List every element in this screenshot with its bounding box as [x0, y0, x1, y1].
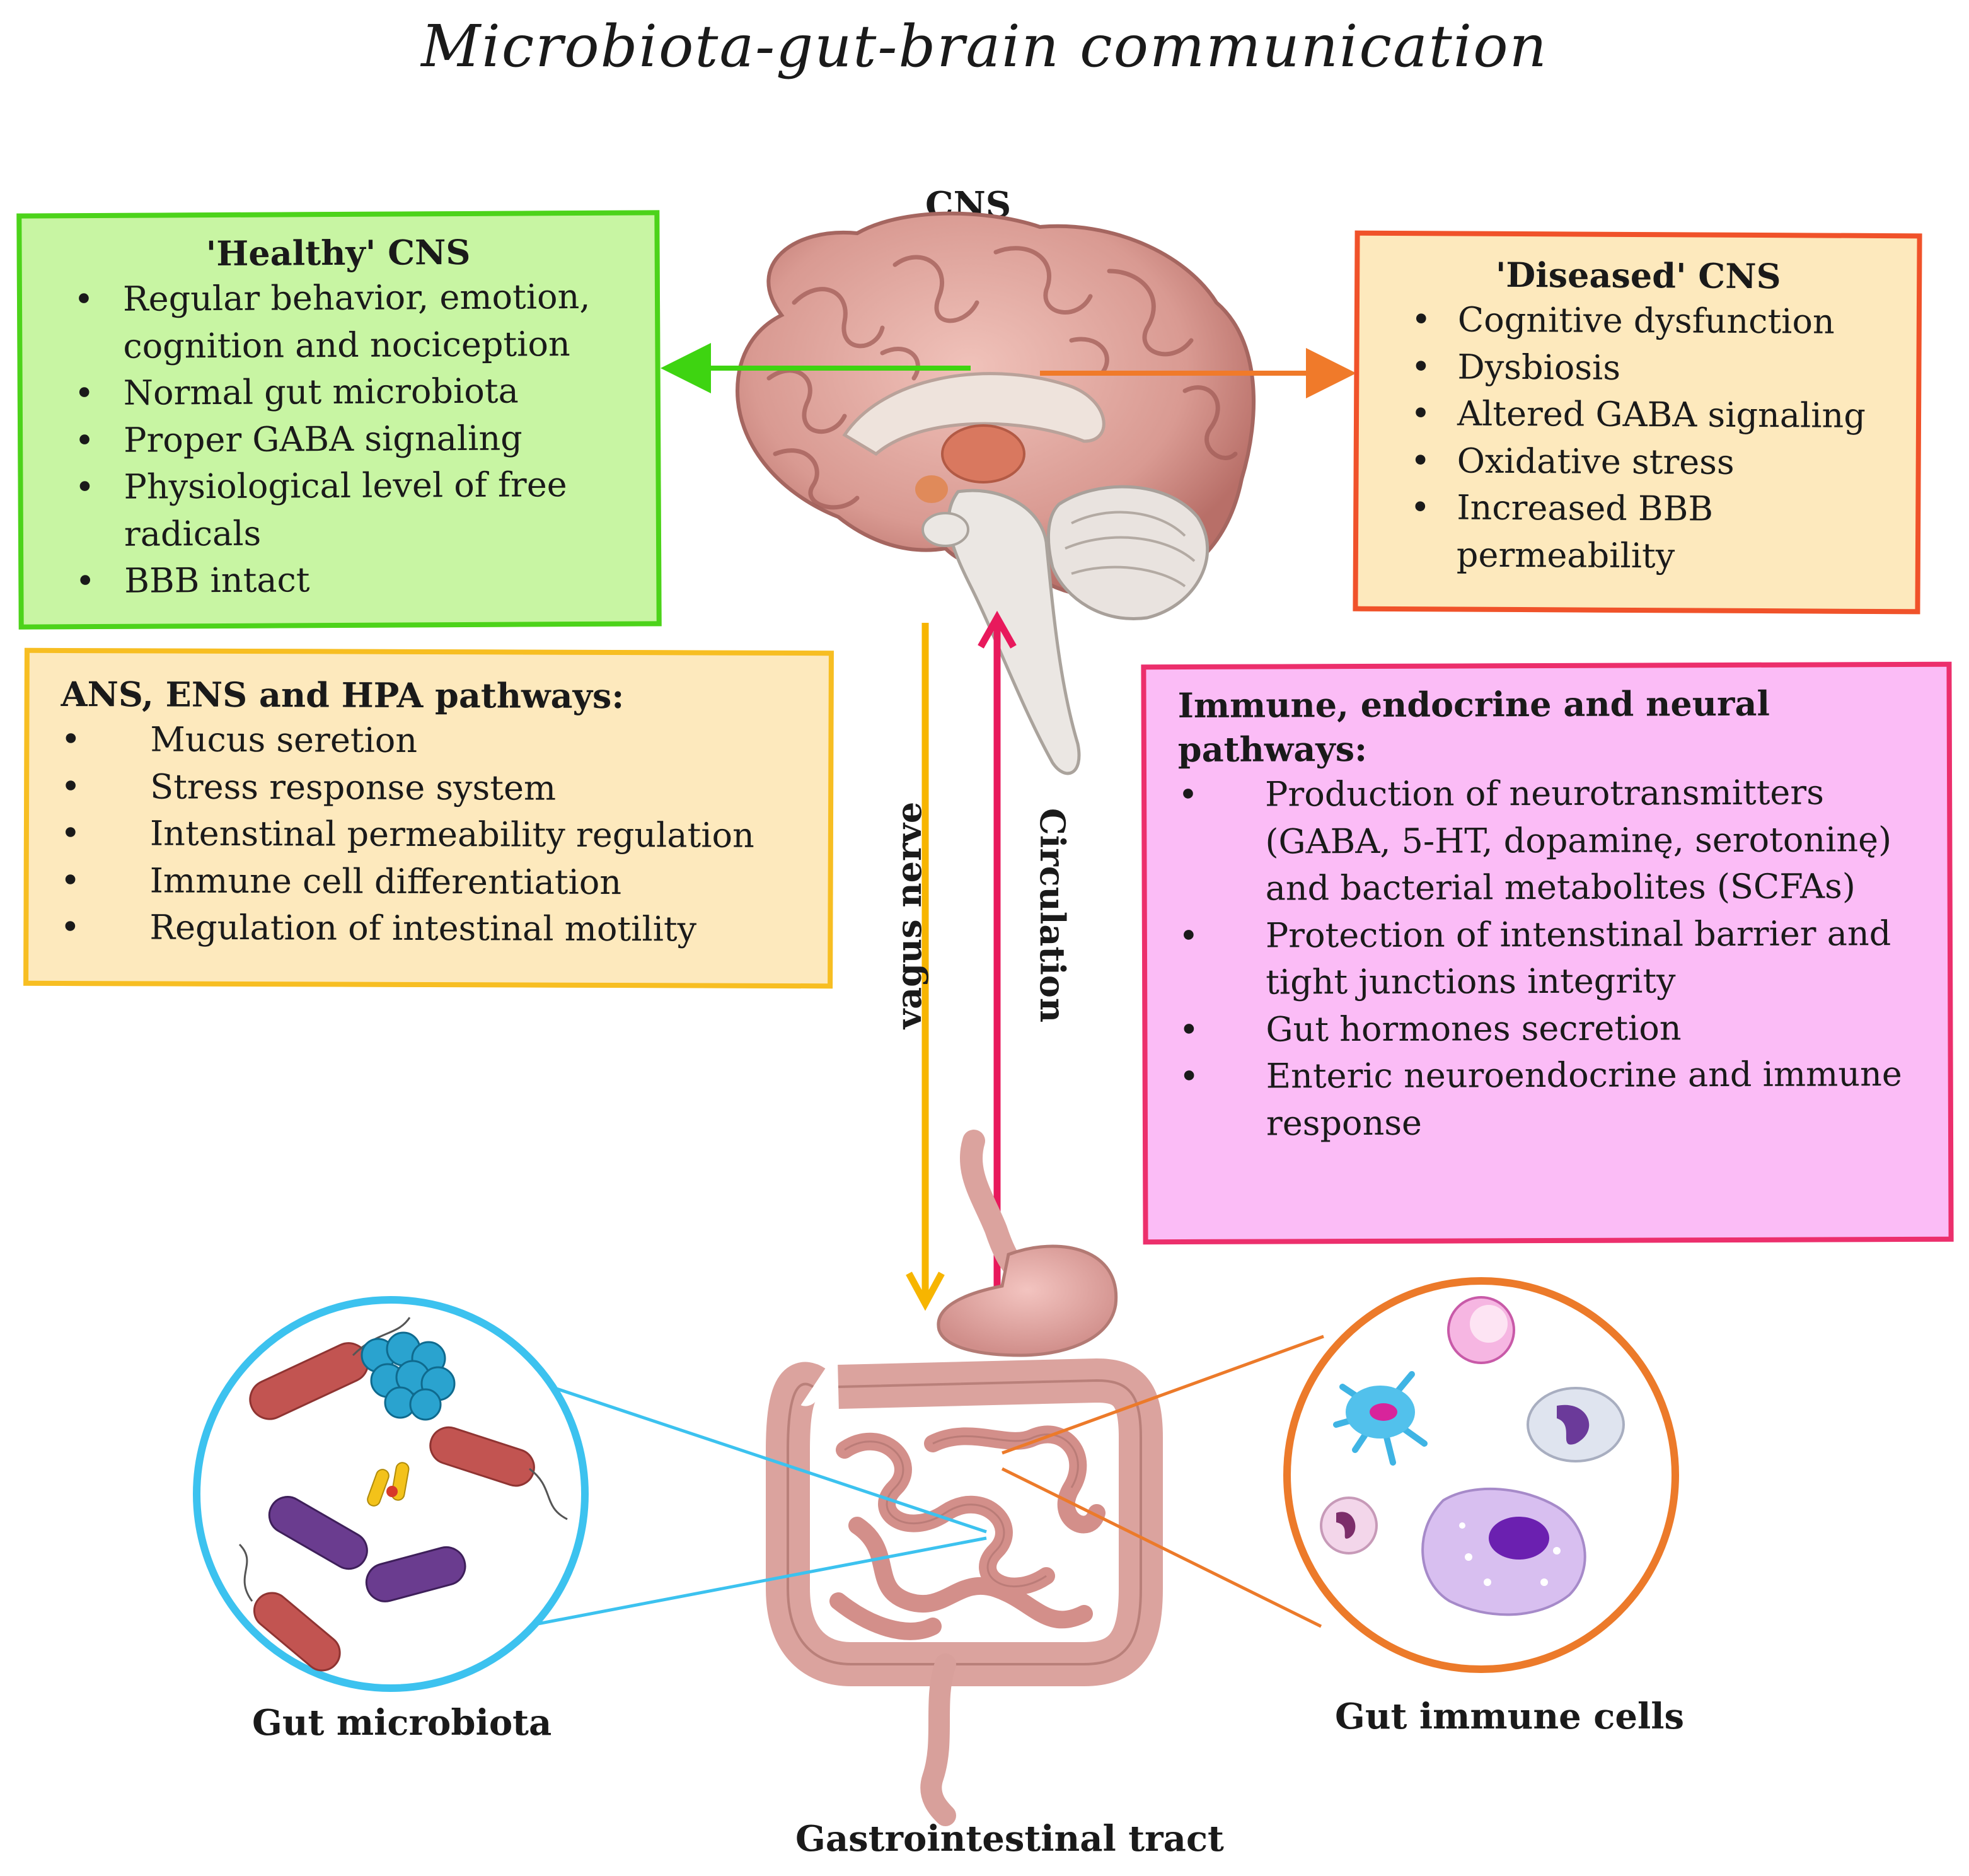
gut-immune-cells-label: Gut immune cells	[1335, 1696, 1685, 1737]
list-item: Intenstinal permeability regulation	[61, 810, 803, 860]
list-item: BBB intact	[42, 555, 637, 605]
circulation-arrow	[978, 610, 1017, 1299]
diseased-cns-list: Cognitive dysfunction Dysbiosis Altered …	[1377, 296, 1898, 581]
brain-illustration	[735, 211, 1256, 775]
ans-ens-hpa-header: ANS, ENS and HPA pathways:	[61, 673, 625, 717]
immune-endocrine-neural-list: Production of neurotransmitters (GABA, 5…	[1178, 769, 1923, 1147]
gi-tract-illustration	[766, 1130, 1163, 1826]
healthy-cns-list: Regular behavior, emotion, cognition and…	[41, 274, 638, 606]
healthy-cns-box: 'Healthy' CNS Regular behavior, emotion,…	[16, 210, 662, 630]
immune-endocrine-neural-box: Immune, endocrine and neural pathways: P…	[1141, 661, 1954, 1245]
list-item: Gut hormones secretion	[1179, 1004, 1922, 1054]
ans-ens-hpa-list: Mucus seretion Stress response system In…	[60, 716, 803, 954]
microbiota-circle	[193, 1296, 987, 1692]
list-item: Stress response system	[61, 763, 803, 813]
ans-ens-hpa-box: ANS, ENS and HPA pathways: Mucus seretio…	[23, 647, 834, 989]
circulation-label: Circulation	[1032, 808, 1073, 1023]
list-item: Regular behavior, emotion, cognition and…	[41, 274, 637, 371]
list-item: Cognitive dysfunction	[1378, 296, 1898, 346]
healthy-cns-header: 'Healthy' CNS	[205, 231, 471, 274]
list-item: Oxidative stress	[1377, 437, 1897, 487]
gut-microbiota-label: Gut microbiota	[252, 1702, 552, 1744]
diagram-title: Microbiota-gut-brain communication	[421, 13, 1548, 80]
list-item: Regulation of intestinal motility	[60, 904, 802, 954]
vagus-nerve-label: vagus nerve	[889, 801, 930, 1029]
list-item: Production of neurotransmitters (GABA, 5…	[1178, 769, 1922, 913]
immune-cells-circle	[1001, 1277, 1679, 1673]
list-item: Proper GABA signaling	[42, 414, 637, 464]
list-item: Immune cell differentiation	[61, 857, 803, 907]
list-item: Protection of intenstinal barrier and ti…	[1179, 910, 1923, 1007]
diseased-cns-header: 'Diseased' CNS	[1495, 254, 1781, 297]
list-item: Altered GABA signaling	[1378, 390, 1897, 440]
list-item: Enteric neuroendocrine and immune respon…	[1179, 1051, 1924, 1147]
vagus-arrow	[906, 623, 945, 1311]
list-item: Dysbiosis	[1378, 344, 1897, 393]
list-item: Mucus seretion	[61, 716, 803, 766]
gastrointestinal-tract-label: Gastrointestinal tract	[795, 1818, 1224, 1860]
list-item: Increased BBB permeability	[1377, 484, 1897, 581]
list-item: Normal gut microbiota	[42, 368, 637, 417]
list-item: Physiological level of free radicals	[42, 461, 637, 559]
diseased-cns-box: 'Diseased' CNS Cognitive dysfunction Dys…	[1353, 230, 1922, 615]
immune-endocrine-neural-header: Immune, endocrine and neural pathways:	[1177, 683, 1770, 770]
